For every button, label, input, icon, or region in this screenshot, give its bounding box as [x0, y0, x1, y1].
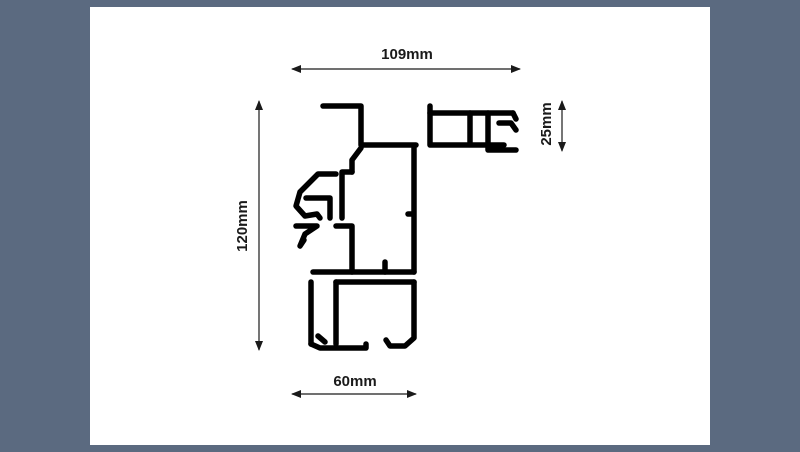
dimension-lip-height: 25mm: [538, 100, 566, 152]
dimension-height: 120mm: [234, 100, 263, 351]
dimension-bottom-width: 60mm: [291, 373, 417, 398]
height-label: 120mm: [234, 200, 251, 252]
drawing-sheet: [90, 7, 710, 445]
top-width-label: 109mm: [381, 46, 433, 63]
lip-height-label: 25mm: [538, 102, 555, 145]
bottom-width-label: 60mm: [333, 373, 376, 390]
profile-section: [293, 103, 519, 351]
dimension-top-width: 109mm: [291, 46, 521, 73]
